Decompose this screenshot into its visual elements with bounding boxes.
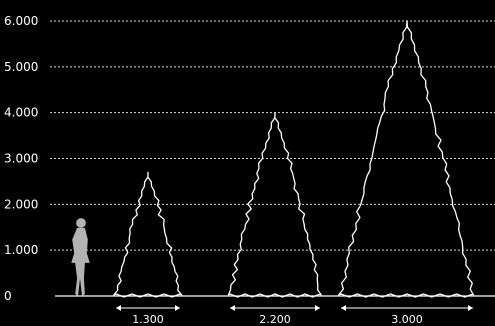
arrow-left-icon [116,305,121,311]
tree-outline-2 [227,112,322,298]
arrow-right-icon [315,305,320,311]
y-tick-label: 2.000 [4,197,38,211]
tree-width-label: 3.000 [391,313,423,326]
tree-width-label: 1.300 [132,313,164,326]
tree-width-label: 2.200 [259,313,291,326]
y-tick-label: 1.000 [4,243,38,257]
y-tick-label: 5.000 [4,60,38,74]
width-indicators: 1.300 2.200 3.000 [116,305,473,326]
arrow-right-icon [468,305,473,311]
tree-outline-3 [337,20,475,298]
person-silhouette-icon [71,218,90,296]
tree-outlines [113,20,475,298]
y-axis-ticks: 6.000 5.000 4.000 3.000 2.000 1.000 0 [4,14,38,303]
person-body [71,227,90,296]
arrow-left-icon [230,305,235,311]
arrow-left-icon [341,305,346,311]
y-tick-label: 3.000 [4,152,38,166]
tree-outline-1 [113,171,183,298]
person-head [76,218,86,228]
y-tick-label: 0 [4,289,12,303]
arrow-right-icon [175,305,180,311]
grid-lines [50,20,495,251]
y-tick-label: 4.000 [4,106,38,120]
y-tick-label: 6.000 [4,14,38,28]
